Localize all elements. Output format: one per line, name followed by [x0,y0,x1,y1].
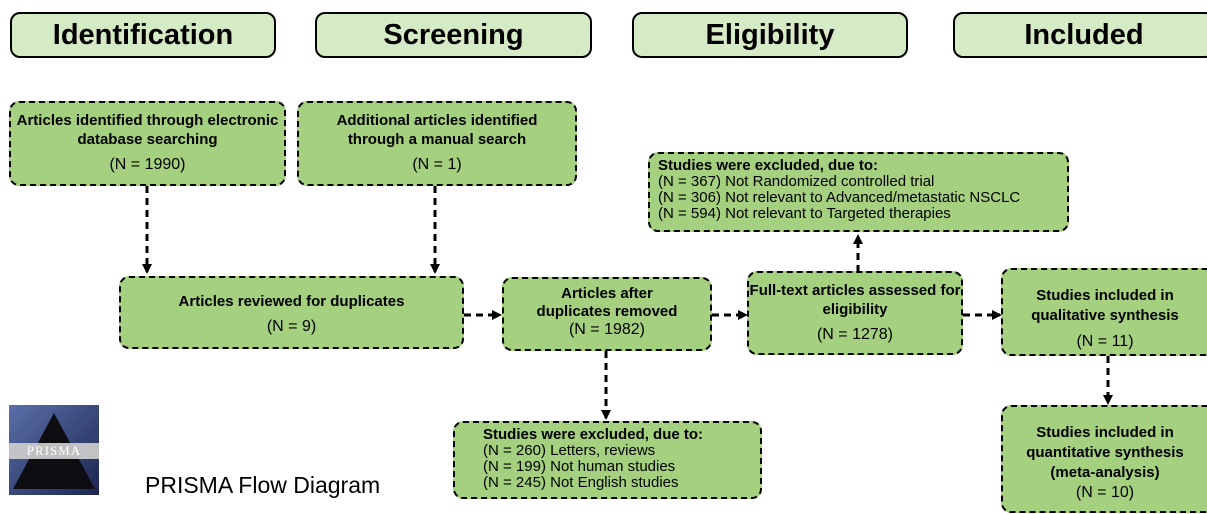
stage-eligibility: Eligibility [632,12,908,58]
box-exclusions-screening: Studies were excluded, due to: (N = 260)… [453,421,762,499]
box-title: Full-text articles assessed for eligibil… [749,282,961,318]
exclusion-item: (N = 260) Letters, reviews [483,442,656,459]
stage-included: Included [953,12,1207,58]
box-fulltext-assessed: Full-text articles assessed for eligibil… [747,271,963,355]
exclusion-item: (N = 367) Not Randomized controlled tria… [658,173,935,190]
box-after-duplicates: Articles after duplicates removed (N = 1… [502,277,712,351]
box-title: Additional articles identified through a… [336,112,538,148]
box-count: (N = 1982) [568,321,646,338]
diagram-caption: PRISMA Flow Diagram [145,472,381,498]
box-title: Articles identified through electronic d… [16,112,279,148]
box-count: (N = 1) [412,156,462,173]
prisma-logo: PRISMA [9,405,99,495]
box-count: (N = 9) [266,318,317,335]
box-database-search: Articles identified through electronic d… [9,101,286,186]
box-title: Articles reviewed for duplicates [178,293,405,310]
box-count: (N = 11) [1076,333,1134,350]
box-count: (N = 1990) [109,156,186,173]
exclusion-item: (N = 594) Not relevant to Targeted thera… [658,205,951,222]
box-exclusions-eligibility: Studies were excluded, due to: (N = 367)… [648,152,1069,232]
box-title: Studies included in quantitative synthes… [1026,424,1184,481]
box-title: Articles after duplicates removed [536,285,678,320]
exclusion-item: (N = 245) Not English studies [483,474,679,491]
exclusions-title: Studies were excluded, due to: [658,157,879,174]
box-qualitative-synthesis: Studies included in qualitative synthesi… [1001,268,1207,356]
box-count: (N = 10) [1075,484,1135,501]
box-count: (N = 1278) [816,326,894,343]
box-title: Studies included in qualitative synthesi… [1031,287,1179,324]
exclusions-title: Studies were excluded, due to: [483,426,704,443]
exclusion-item: (N = 199) Not human studies [483,458,676,475]
exclusion-item: (N = 306) Not relevant to Advanced/metas… [658,189,1021,206]
box-duplicates-reviewed: Articles reviewed for duplicates (N = 9) [119,276,464,349]
stage-identification: Identification [10,12,276,58]
stage-screening: Screening [315,12,592,58]
box-manual-search: Additional articles identified through a… [297,101,577,186]
svg-text:PRISMA: PRISMA [27,443,81,458]
box-quantitative-synthesis: Studies included in quantitative synthes… [1001,405,1207,513]
